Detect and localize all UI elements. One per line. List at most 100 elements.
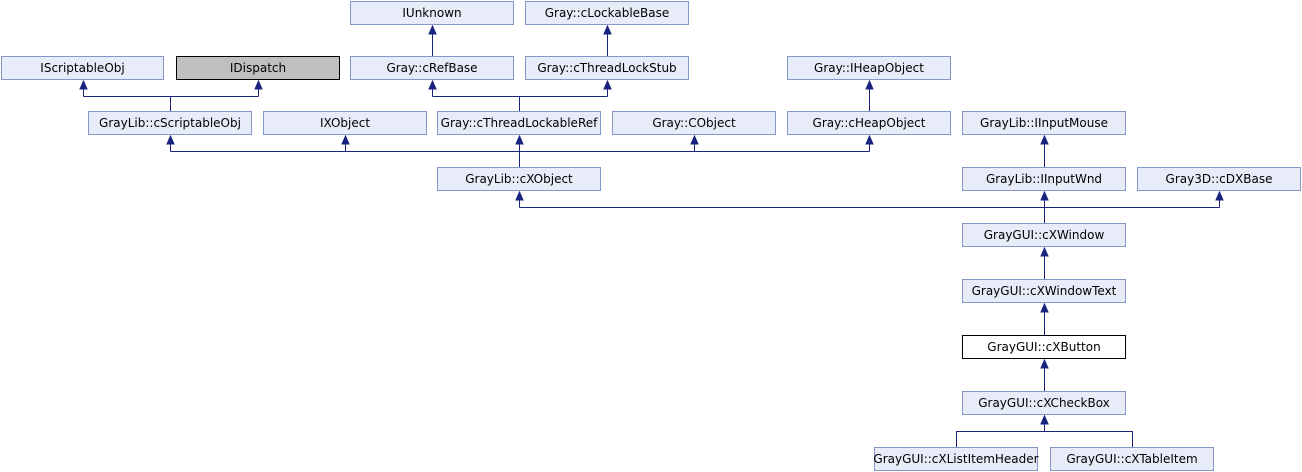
class-node-box [962, 223, 1126, 247]
class-node-gray-cobject[interactable]: Gray::CObject [612, 111, 776, 135]
class-node-box [525, 56, 689, 80]
class-node-graygui-cxcheckbox[interactable]: GrayGUI::cXCheckBox [962, 391, 1126, 415]
class-node-graylib-iinputwnd[interactable]: GrayLib::IInputWnd [962, 167, 1126, 191]
class-node-label: Gray::IHeapObject [814, 61, 924, 75]
class-node-graygui-cxlistitemheader[interactable]: GrayGUI::cXListItemHeader [873, 447, 1039, 471]
class-node-gray-cheapobject[interactable]: Gray::cHeapObject [787, 111, 951, 135]
edge-arrowhead [603, 24, 612, 35]
class-node-box [612, 111, 776, 135]
class-node-label: GrayLib::IInputMouse [980, 116, 1108, 130]
class-node-box [962, 391, 1126, 415]
edge-cxtableitem [1040, 414, 1133, 447]
edge-line [1044, 423, 1133, 447]
class-node-graygui-cxwindow[interactable]: GrayGUI::cXWindow [962, 223, 1126, 247]
class-node-gray-clockablebase[interactable]: Gray::cLockableBase [525, 1, 689, 25]
edge-arrowhead [1040, 134, 1049, 145]
edge-arrowhead [428, 79, 437, 90]
edge-crefbase [428, 24, 437, 56]
edge-cxbutton [1040, 302, 1049, 335]
class-node-label: IScriptableObj [40, 61, 124, 75]
class-node-box [874, 447, 1038, 471]
class-node-box [350, 1, 514, 25]
class-node-label: IXObject [320, 116, 370, 130]
edges-layer [79, 24, 1224, 447]
edge-arrowhead [1215, 190, 1224, 201]
class-node-box [1, 56, 164, 80]
class-node-label: GrayLib::IInputWnd [986, 172, 1102, 186]
edge-cxwindow [515, 190, 1224, 223]
class-node-graygui-cxwindowtext[interactable]: GrayGUI::cXWindowText [962, 279, 1126, 303]
class-node-label: GrayGUI::cXTableItem [1066, 452, 1197, 466]
class-node-gray-iheapobject[interactable]: Gray::IHeapObject [787, 56, 951, 80]
edge-arrowhead [1040, 190, 1049, 201]
class-node-label: IUnknown [402, 6, 461, 20]
edge-cxobject [166, 134, 874, 167]
class-node-iunknown[interactable]: IUnknown [350, 1, 514, 25]
class-node-label: Gray3D::cDXBase [1166, 172, 1273, 186]
class-node-box [1137, 167, 1301, 191]
class-node-label: Gray::cThreadLockStub [537, 61, 676, 75]
edge-arrowhead [865, 134, 874, 145]
class-node-label: IDispatch [230, 61, 286, 75]
class-node-idispatch[interactable]: IDispatch [176, 56, 340, 80]
edge-cheapobject [865, 79, 874, 111]
class-node-box [787, 56, 951, 80]
class-node-graygui-cxbutton: GrayGUI::cXButton [962, 335, 1126, 359]
class-node-box [525, 1, 689, 25]
class-node-graylib-iinputmouse[interactable]: GrayLib::IInputMouse [962, 111, 1126, 135]
edge-cthreadlockableref [428, 79, 612, 111]
edge-cxcheckbox [1040, 358, 1049, 391]
class-node-box [962, 111, 1126, 135]
class-node-box [263, 111, 427, 135]
edge-arrowhead [254, 79, 263, 90]
class-node-label: GrayLib::cXObject [465, 172, 573, 186]
class-node-label: Gray::cThreadLockableRef [441, 116, 598, 130]
class-node-ixobject[interactable]: IXObject [263, 111, 427, 135]
class-node-gray-cthreadlockableref[interactable]: Gray::cThreadLockableRef [437, 111, 601, 135]
class-node-box [176, 56, 340, 80]
edge-arrowhead [690, 134, 699, 145]
class-node-label: GrayGUI::cXCheckBox [978, 396, 1110, 410]
class-node-graylib-cscriptableobj[interactable]: GrayLib::cScriptableObj [88, 111, 252, 135]
class-node-label: Gray::cHeapObject [813, 116, 926, 130]
class-node-box [88, 111, 252, 135]
edge-arrowhead [1040, 414, 1049, 425]
class-node-gray-cthreadlockstub[interactable]: Gray::cThreadLockStub [525, 56, 689, 80]
edge-arrowhead [865, 79, 874, 90]
class-node-label: GrayLib::cScriptableObj [99, 116, 241, 130]
class-node-label: Gray::cRefBase [386, 61, 477, 75]
edge-arrowhead [166, 134, 175, 145]
class-node-label: GrayGUI::cXListItemHeader [873, 452, 1038, 466]
edge-arrowhead [603, 79, 612, 90]
class-node-box [787, 111, 951, 135]
edge-arrowhead [79, 79, 88, 90]
class-node-iscriptableobj[interactable]: IScriptableObj [1, 56, 164, 80]
class-node-box [962, 167, 1126, 191]
edge-arrowhead [341, 134, 350, 145]
edge-arrowhead [515, 134, 524, 145]
edge-cxlistitemheader [956, 414, 1049, 447]
edge-iinputwnd [1040, 134, 1049, 167]
class-node-box [962, 335, 1126, 359]
class-node-label: GrayGUI::cXWindow [984, 228, 1105, 242]
class-node-label: GrayGUI::cXButton [987, 340, 1100, 354]
edge-gl-cscriptableobj [79, 79, 263, 111]
class-node-graygui-cxtableitem[interactable]: GrayGUI::cXTableItem [1050, 447, 1214, 471]
class-node-graylib-cxobject[interactable]: GrayLib::cXObject [437, 167, 601, 191]
class-node-box [437, 111, 601, 135]
class-node-box [962, 279, 1126, 303]
class-node-label: GrayGUI::cXWindowText [972, 284, 1117, 298]
class-node-gray3d-cdxbase[interactable]: Gray3D::cDXBase [1137, 167, 1301, 191]
class-node-label: Gray::CObject [652, 116, 736, 130]
edge-line [956, 423, 1045, 447]
edge-arrowhead [1040, 246, 1049, 257]
class-node-box [1050, 447, 1214, 471]
edge-cthreadlockstub [603, 24, 612, 56]
class-node-gray-crefbase[interactable]: Gray::cRefBase [350, 56, 514, 80]
edge-arrowhead [1040, 302, 1049, 313]
edge-arrowhead [1040, 358, 1049, 369]
class-node-box [350, 56, 514, 80]
edge-arrowhead [515, 190, 524, 201]
